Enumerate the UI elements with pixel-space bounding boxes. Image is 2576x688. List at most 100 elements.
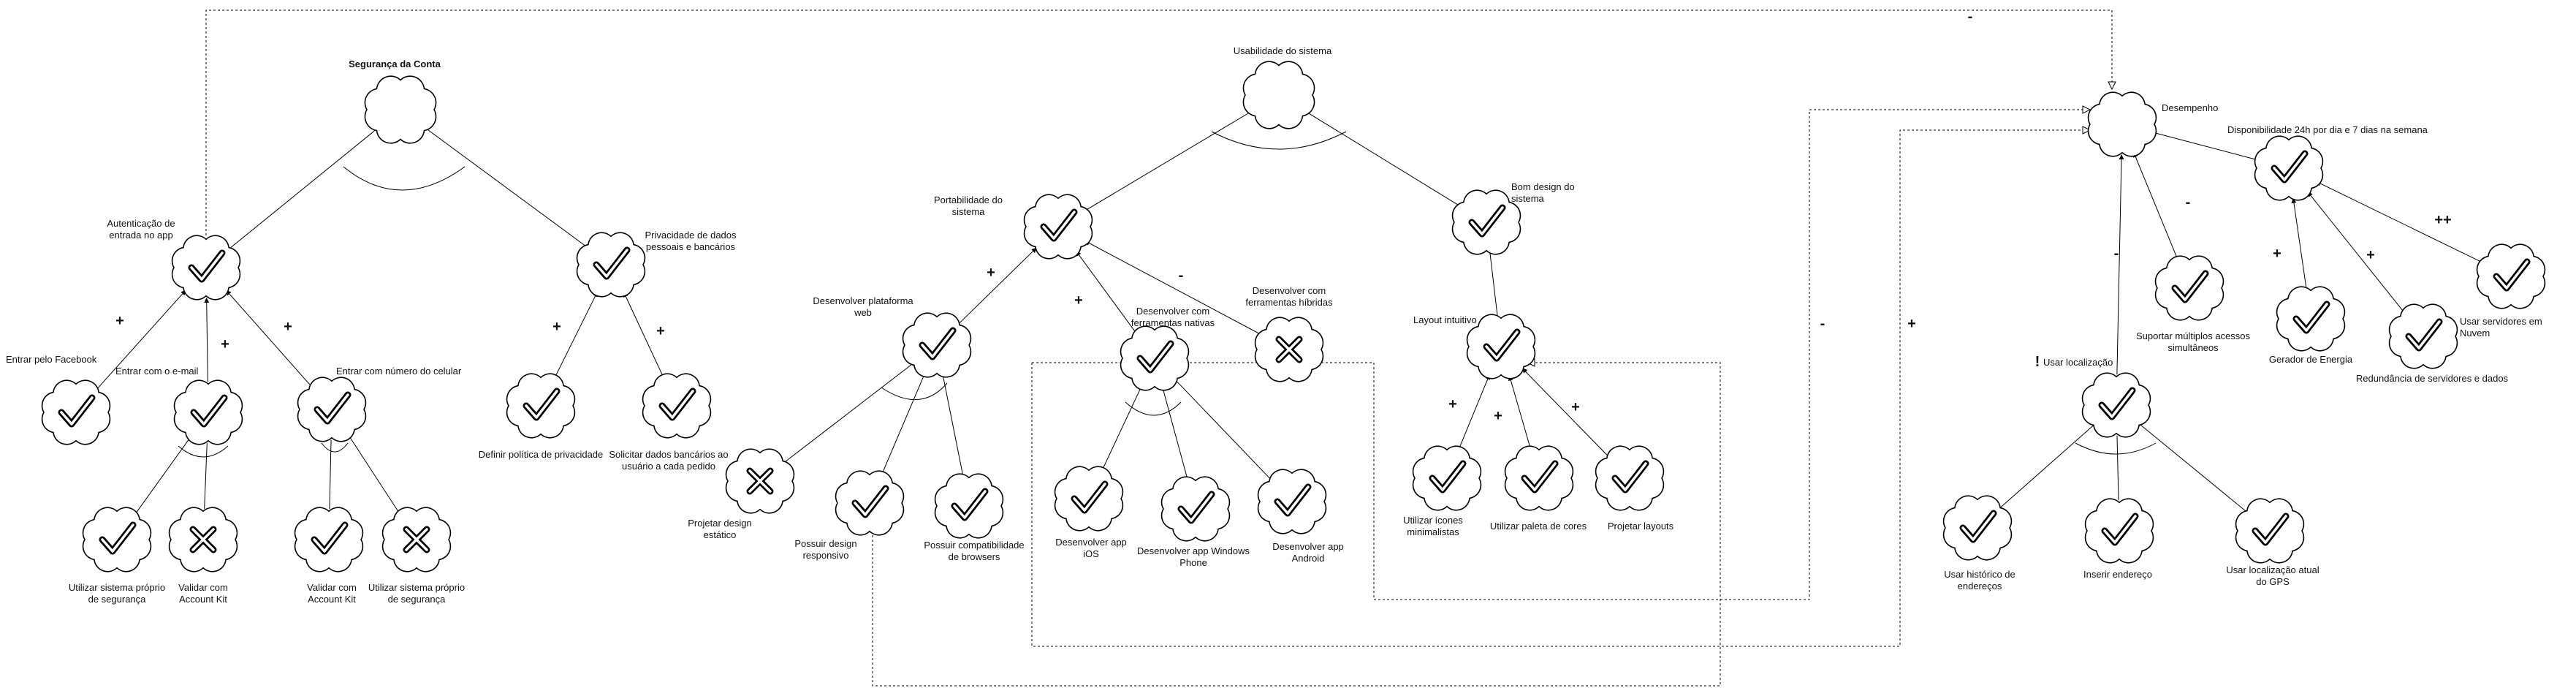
edge-celular-to-autenticacao <box>226 290 312 388</box>
x-icon-inner <box>748 469 772 493</box>
contribution-sign-paleta: + <box>1494 408 1502 424</box>
goal-cloud-usabilidade[interactable] <box>1242 61 1315 129</box>
goal-cloud-paleta[interactable] <box>1504 445 1574 511</box>
goal-cloud-gerador[interactable] <box>2276 286 2346 352</box>
goal-cloud-multiplos-acessos[interactable] <box>2154 255 2224 321</box>
edge-bom-design-to-usabilidade <box>1306 111 1461 207</box>
goal-cloud-inserir[interactable] <box>2084 498 2154 564</box>
contribution-sign-link-right: + <box>1907 316 1916 332</box>
check-icon-inner <box>2103 515 2137 544</box>
contribution-sign-nativas: + <box>1074 292 1083 309</box>
check-icon-inner <box>854 487 887 516</box>
check-icon-inner <box>2273 152 2306 181</box>
goal-cloud-app-ios[interactable] <box>1054 466 1124 532</box>
goal-label-design-estatico: Projetar design estático <box>688 518 752 540</box>
goal-label-localizacao: Usar localização <box>2043 357 2113 368</box>
correlation-link-right <box>1031 130 2090 647</box>
goal-cloud-layout-intuitivo[interactable] <box>1466 314 1536 379</box>
contribution-sign-nuvem: ++ <box>2434 212 2452 228</box>
check-icon-inner <box>101 523 134 553</box>
goal-label-facebook: Entrar pelo Facebook <box>6 354 97 365</box>
check-icon-inner <box>316 393 349 423</box>
edge-portabilidade-to-usabilidade <box>1084 110 1252 212</box>
goal-cloud-nativas[interactable] <box>1120 325 1190 391</box>
edge-account-kit-2-to-celular <box>329 439 332 510</box>
edge-email-to-autenticacao <box>204 298 210 382</box>
x-icon-inner <box>405 528 428 551</box>
goal-cloud-celular[interactable] <box>297 377 367 442</box>
goal-cloud-hibridas[interactable] <box>1254 317 1324 382</box>
check-icon-inner <box>1179 493 1213 522</box>
goal-cloud-app-windows[interactable] <box>1160 476 1231 542</box>
edge-plataforma-web-to-portabilidade <box>958 247 1037 325</box>
contribution-sign-localizacao: - <box>2113 246 2119 262</box>
edge-privacidade-to-seguranca <box>425 128 587 247</box>
goal-cloud-projetar-layouts[interactable] <box>1595 445 1665 511</box>
edge-sistema-proprio-2-to-celular <box>348 434 400 515</box>
edge-sistema-proprio-1-to-email <box>134 436 191 515</box>
goal-cloud-design-responsivo[interactable] <box>835 470 905 536</box>
x-icon-inner <box>1277 338 1301 361</box>
edge-multiplos-acessos-to-desempenho <box>2133 152 2178 260</box>
goal-cloud-solicitar[interactable] <box>642 373 712 439</box>
contribution-sign-plataforma-web: + <box>987 265 995 281</box>
goal-cloud-privacidade[interactable] <box>576 232 646 298</box>
goal-cloud-account-kit-2[interactable] <box>294 507 364 572</box>
goal-cloud-compat-browsers[interactable] <box>934 473 1004 539</box>
goal-label-portabilidade: Portabilidade do sistema <box>934 194 1003 217</box>
contribution-sign-link-left: - <box>1820 316 1825 332</box>
edge-app-windows-to-nativas <box>1162 388 1188 480</box>
goal-cloud-bom-design[interactable] <box>1451 189 1521 255</box>
goal-cloud-historico[interactable] <box>1942 495 2013 561</box>
edge-design-estatico-to-plataforma-web <box>783 363 913 463</box>
goal-cloud-email[interactable] <box>173 379 243 445</box>
x-icon-inner <box>191 528 215 551</box>
edge-inserir-to-localizacao <box>2116 435 2119 501</box>
and-arc-email <box>178 445 229 458</box>
check-icon-inner <box>1523 462 1557 491</box>
goal-label-autenticacao: Autenticação de entrada no app <box>107 218 175 241</box>
goal-cloud-app-android[interactable] <box>1257 469 1327 534</box>
contribution-sign-email: + <box>221 336 229 352</box>
goal-label-account-kit-1: Validar com Account Kit <box>178 582 228 605</box>
edge-localizacao-to-desempenho <box>2116 154 2124 375</box>
goal-cloud-disponibilidade[interactable] <box>2254 135 2324 201</box>
check-icon-inner <box>1614 462 1647 491</box>
goal-cloud-icones[interactable] <box>1412 445 1482 511</box>
goal-cloud-facebook[interactable] <box>41 379 111 445</box>
check-icon-inner <box>2254 515 2287 544</box>
goal-label-politica: Definir política de privacidade <box>478 449 604 460</box>
correlation-link-bottom <box>872 363 1721 687</box>
check-icon-inner <box>2495 260 2528 290</box>
goal-cloud-autenticacao[interactable] <box>171 235 241 300</box>
goal-cloud-gps[interactable] <box>2235 498 2305 564</box>
goal-cloud-sistema-proprio-2[interactable] <box>381 507 452 572</box>
goal-cloud-localizacao[interactable] <box>2081 372 2151 438</box>
goal-cloud-plataforma-web[interactable] <box>902 312 972 378</box>
edge-nativas-to-portabilidade <box>1076 251 1137 334</box>
check-icon-inner <box>595 249 628 278</box>
edge-projetar-layouts-to-layout-intuitivo <box>1521 368 1609 457</box>
goal-label-email: Entrar com o e-mail <box>115 366 199 377</box>
goal-label-plataforma-web: Desenvolver plataforma web <box>813 295 913 318</box>
goal-cloud-seguranca[interactable] <box>364 75 437 144</box>
contribution-sign-projetar-layouts: + <box>1571 399 1580 415</box>
goal-cloud-account-kit-1[interactable] <box>168 507 238 572</box>
check-icon-inner <box>60 396 94 426</box>
contribution-sign-facebook: + <box>115 313 124 329</box>
goal-cloud-portabilidade[interactable] <box>1023 194 1093 260</box>
check-icon-inner <box>1276 485 1310 515</box>
and-arc-usabilidade <box>1211 131 1347 150</box>
goal-label-inserir: Inserir endereço <box>2083 569 2152 580</box>
goal-cloud-desempenho[interactable] <box>2087 91 2157 157</box>
goal-cloud-nuvem[interactable] <box>2476 243 2546 309</box>
and-arc-nativas <box>1125 401 1182 416</box>
goal-label-bom-design: Bom design do sistema <box>1511 181 1575 204</box>
goal-cloud-sistema-proprio-1[interactable] <box>82 507 152 572</box>
check-icon-inner <box>953 490 987 519</box>
goal-cloud-politica[interactable] <box>506 373 576 439</box>
goal-cloud-design-estatico[interactable] <box>725 448 795 514</box>
goal-label-usabilidade: Usabilidade do sistema <box>1233 45 1332 56</box>
goal-label-design-responsivo: Possuir design responsivo <box>794 538 857 561</box>
goal-cloud-redundancia[interactable] <box>2388 303 2458 369</box>
